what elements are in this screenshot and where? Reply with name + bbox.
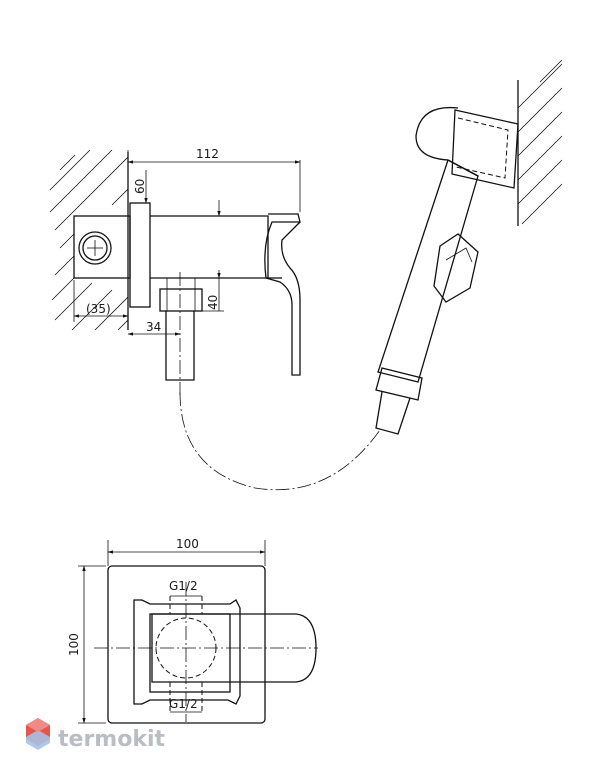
- inner-body: [133, 599, 241, 705]
- shower-nut: [375, 367, 423, 401]
- inner-frame: [149, 613, 231, 693]
- cartridge-inner: [82, 235, 108, 261]
- brand-name: termokit: [58, 727, 165, 752]
- lever-handle: [264, 213, 301, 376]
- trigger-button: [433, 233, 479, 303]
- cartridge-circle: [78, 231, 112, 265]
- dim-60: 60: [133, 179, 147, 194]
- wall-hatch-right: [517, 59, 563, 225]
- shower-head: [415, 106, 459, 161]
- dim-100-height: 100: [67, 633, 81, 656]
- thread-label-top: G1/2: [169, 579, 198, 593]
- hose-stub: [165, 311, 195, 381]
- dim-34: 34: [146, 320, 161, 334]
- cover-flange: [129, 202, 151, 308]
- dim-35: (35): [86, 302, 111, 316]
- dim-40: 40: [206, 295, 220, 310]
- side-view: 112 60 40 (35) 34: [49, 147, 301, 395]
- dim-100-width: 100: [176, 537, 199, 551]
- brand-logo: termokit: [26, 718, 165, 752]
- shower-tail: [375, 391, 411, 435]
- outlet-nut: [159, 288, 203, 312]
- hand-shower: [375, 59, 563, 435]
- holder-bracket: [451, 109, 519, 189]
- cover-plate: [107, 565, 266, 724]
- dim-112: 112: [196, 147, 219, 161]
- thread-label-bottom: G1/2: [169, 697, 198, 711]
- wall-hatch-left: [49, 149, 129, 331]
- shower-handle: [377, 159, 479, 383]
- hose-path: [179, 391, 381, 491]
- front-view: 100 100 G1/2 G1/2: [67, 537, 318, 724]
- valve-body: [150, 215, 269, 279]
